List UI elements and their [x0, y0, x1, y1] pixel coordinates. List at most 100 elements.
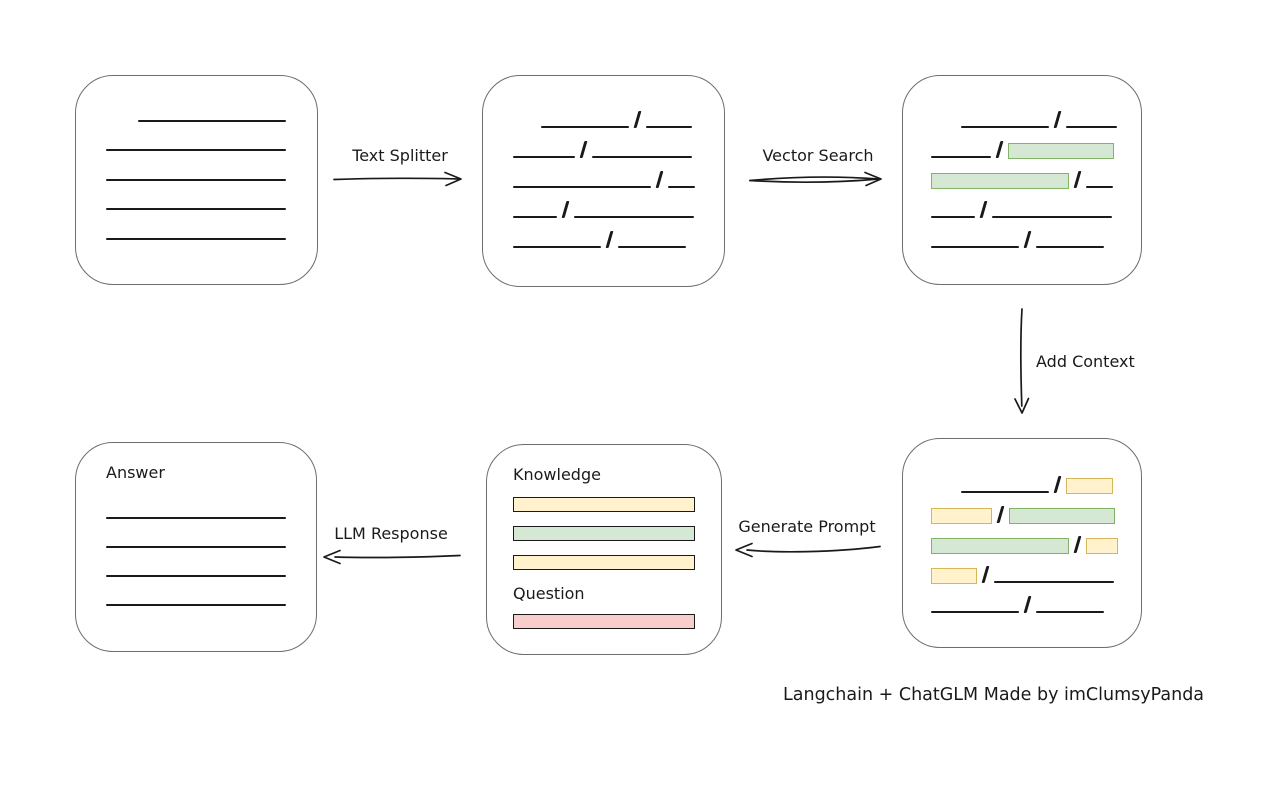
chunk-row [931, 128, 1141, 159]
slash-separator [633, 111, 641, 128]
slash-separator [1073, 536, 1081, 553]
answer-heading: Answer [106, 463, 165, 482]
matched-chunks-lines [903, 76, 1141, 248]
source-document-lines [76, 76, 317, 240]
text-line [138, 119, 286, 122]
split-chunks-lines [483, 76, 724, 248]
left-arrow-icon [735, 542, 881, 558]
text-line [106, 149, 286, 151]
text-line [617, 246, 686, 248]
slash-separator [1053, 476, 1061, 493]
prompt-box: Knowledge Question [486, 444, 722, 655]
yellow-highlight-bar [931, 568, 977, 584]
chunk-row [931, 158, 1141, 189]
text-line [106, 178, 286, 181]
answer-lines [106, 490, 316, 606]
text-line [106, 575, 286, 577]
text-line [591, 156, 692, 158]
text-line [991, 216, 1112, 218]
green-bar [513, 526, 695, 541]
chunk-row [513, 218, 724, 248]
chunk-row [931, 493, 1141, 524]
llm-response-label: LLM Response [334, 524, 448, 543]
chunk-row [513, 188, 724, 218]
context-chunks-box [902, 438, 1142, 648]
chunk-row [931, 463, 1141, 494]
chunk-row [931, 98, 1141, 128]
slash-separator [1053, 111, 1061, 128]
chunk-row [513, 128, 724, 158]
text-line [541, 126, 629, 128]
yellow-highlight-bar [1065, 478, 1113, 494]
text-line [993, 581, 1114, 583]
text-splitter-label: Text Splitter [352, 146, 448, 165]
question-bars [513, 614, 721, 629]
chunk-row [106, 92, 317, 122]
chunk-row [106, 577, 316, 606]
right-arrow-icon [749, 171, 882, 187]
chunk-row [931, 583, 1141, 613]
chunk-row [513, 158, 724, 188]
slash-separator [655, 171, 663, 188]
left-arrow-icon [323, 549, 461, 565]
chunk-row [931, 553, 1141, 584]
chunk-row [106, 122, 317, 151]
slash-separator [605, 231, 613, 248]
text-line [931, 611, 1019, 613]
text-line [931, 246, 1019, 248]
chunk-row [513, 98, 724, 128]
indent-space [931, 127, 961, 128]
text-line [931, 156, 991, 158]
chunk-row [106, 519, 316, 548]
answer-box: Answer [75, 442, 317, 652]
green-highlight-bar [1008, 508, 1115, 524]
add-context-label: Add Context [1036, 352, 1135, 371]
text-line [513, 156, 575, 158]
chunk-row [931, 523, 1141, 554]
split-chunks-box [482, 75, 725, 287]
chunk-row [106, 490, 316, 519]
indent-space [106, 121, 138, 122]
slash-separator [996, 506, 1004, 523]
text-line [513, 216, 557, 218]
vector-search-arrow: Vector Search [748, 146, 888, 189]
slash-separator [561, 201, 569, 218]
text-line [1065, 126, 1117, 128]
text-line [573, 216, 694, 218]
caption: Langchain + ChatGLM Made by imClumsyPand… [783, 685, 1205, 705]
red-bar [513, 614, 695, 629]
text-splitter-arrow: Text Splitter [332, 146, 468, 189]
generate-prompt-arrow: Generate Prompt [732, 517, 882, 560]
green-highlight-bar [931, 538, 1069, 554]
text-line [1035, 246, 1104, 248]
text-line [513, 246, 601, 248]
chunk-row [106, 151, 317, 181]
text-line [106, 546, 286, 548]
slash-separator [1023, 231, 1031, 248]
slash-separator [979, 201, 987, 218]
generate-prompt-label: Generate Prompt [738, 517, 876, 536]
text-line [961, 126, 1049, 128]
yellow-highlight-bar [931, 508, 992, 524]
knowledge-bars [513, 497, 721, 570]
source-document-box [75, 75, 318, 285]
chunk-row [106, 181, 317, 210]
green-highlight-bar [1007, 143, 1114, 159]
text-line [961, 491, 1049, 493]
slash-separator [579, 141, 587, 158]
indent-space [513, 127, 541, 128]
text-line [106, 604, 286, 606]
right-arrow-icon [333, 171, 462, 187]
indent-space [931, 492, 961, 493]
yellow-bar [513, 497, 695, 512]
green-highlight-bar [931, 173, 1069, 189]
text-line [106, 517, 286, 519]
down-arrow-icon [1014, 308, 1030, 414]
yellow-bar [513, 555, 695, 570]
text-line [1085, 186, 1113, 188]
chunk-row [931, 188, 1141, 218]
text-line [513, 186, 651, 188]
vector-search-label: Vector Search [762, 146, 874, 165]
slash-separator [1073, 171, 1081, 188]
